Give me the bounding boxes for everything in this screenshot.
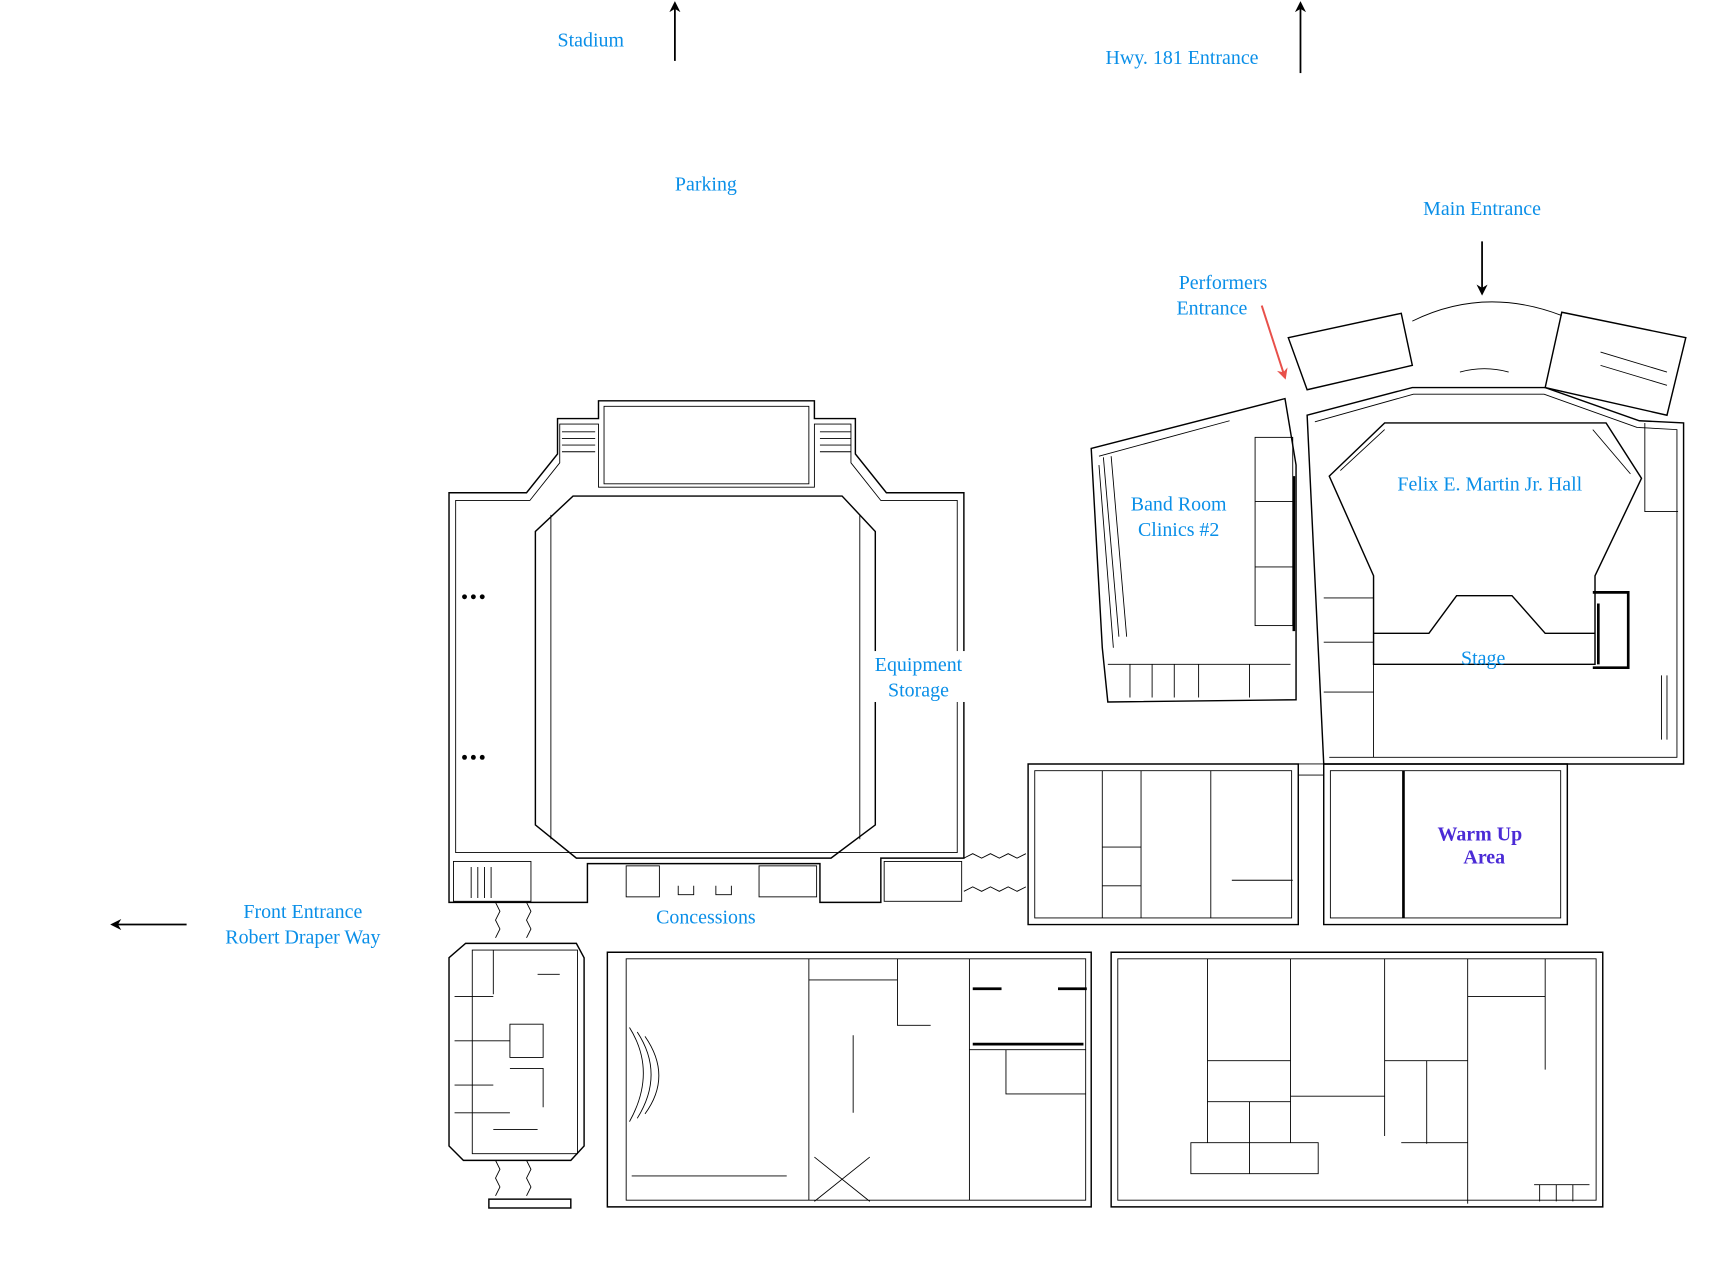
label-main-entrance: Main Entrance [1423, 198, 1541, 220]
label-hall: Felix E. Martin Jr. Hall [1397, 474, 1582, 496]
label-performers-entrance: Performers [1179, 272, 1268, 294]
label-equipment-storage-2: Storage [888, 679, 949, 701]
label-equipment-storage: Equipment [875, 654, 963, 676]
hall-building [1287, 301, 1687, 765]
bottom-center-building [606, 951, 1092, 1208]
band-room-building [1090, 397, 1297, 703]
label-hwy-entrance: Hwy. 181 Entrance [1105, 47, 1258, 69]
gym-building [448, 400, 965, 904]
label-front-entrance: Front Entrance [243, 901, 362, 923]
label-band-room-2: Clinics #2 [1138, 519, 1219, 541]
label-front-entrance-2: Robert Draper Way [225, 926, 380, 948]
label-stage: Stage [1461, 647, 1505, 669]
label-performers-entrance-2: Entrance [1177, 297, 1248, 319]
label-concessions: Concessions [656, 906, 756, 928]
bottom-left-building [448, 942, 585, 1162]
label-parking: Parking [675, 173, 737, 195]
map-labels: Stadium Hwy. 181 Entrance Parking Main E… [225, 30, 1582, 949]
label-warm-up-area-2: Area [1463, 847, 1505, 869]
label-band-room: Band Room [1131, 493, 1227, 515]
bottom-right-building [1110, 951, 1604, 1208]
label-warm-up-area: Warm Up [1438, 823, 1523, 845]
red-pointer-arrow-icon [1260, 305, 1288, 380]
middle-block [1027, 763, 1569, 926]
label-stadium: Stadium [558, 30, 625, 52]
